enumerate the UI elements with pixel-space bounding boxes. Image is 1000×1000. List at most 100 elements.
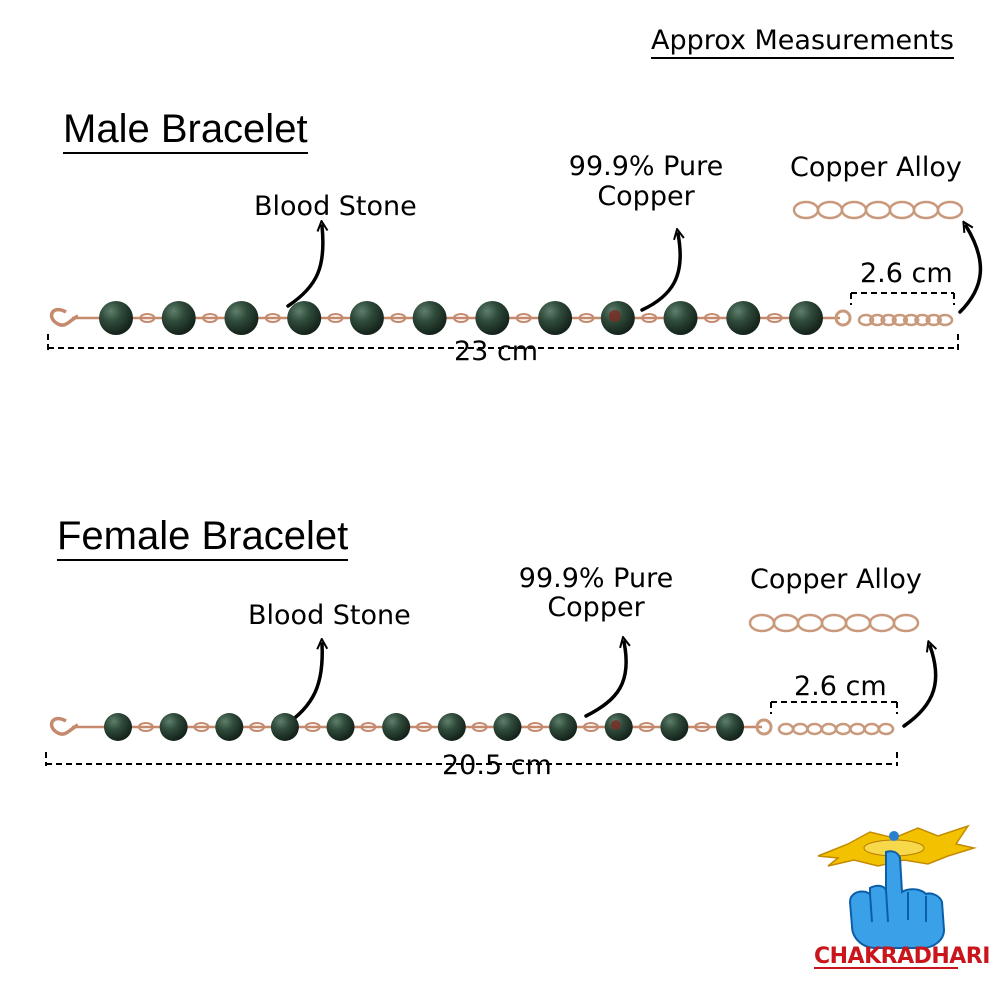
wire-coil [641,313,658,323]
blood-stone-bead [104,713,132,741]
brand-name: CHAKRADHARI [814,944,990,969]
wire-coil [139,313,156,323]
wire-coil [193,722,210,732]
male-total-dimension-line [47,334,959,352]
bead-red-spot [608,310,621,322]
female-stone-arrow [282,644,322,728]
connector-ring [834,309,852,327]
male-bracelet [49,301,954,335]
alloy-chain-link [816,200,844,220]
wire-coil [527,722,544,732]
wire-coil [304,722,321,732]
alloy-chain-link [772,613,800,633]
female-extension-dimension-line [770,701,898,714]
extension-chain-link [936,313,954,327]
clasp-hook-icon [49,307,79,327]
male-alloy-label: Copper Alloy [790,152,962,183]
male-alloy-arrow [958,226,983,314]
wire-coil [703,313,720,323]
blood-stone-bead [789,301,823,335]
female-total-length: 20.5 cm [438,752,556,779]
alloy-chain-link [888,200,916,220]
female-copper-label-line2: Copper [547,592,645,623]
female-alloy-label: Copper Alloy [750,564,922,595]
alloy-chain-link [748,613,776,633]
blood-stone-bead [215,713,244,741]
male-extension-length: 2.6 cm [858,258,955,289]
connector-ring [755,718,773,736]
blood-stone-bead [549,713,578,741]
blood-stone-bead [493,713,522,741]
alloy-chain-link [864,200,892,220]
extension-chain-link [849,722,866,736]
male-alloy-chain-sample [792,200,964,220]
wire-coil [582,722,599,732]
alloy-chain-link [868,613,896,633]
wire-coil [264,313,281,323]
extension-chain-link [834,722,852,736]
wire-coil [471,722,488,732]
wire-coil [416,722,432,732]
chakra-disc-icon [817,824,977,867]
wire-coil [638,722,655,732]
extension-chain-link [820,722,838,736]
male-stone-arrow [286,226,323,308]
wire-coil [137,722,154,732]
alloy-chain-link [796,613,824,633]
wire-coil [360,722,377,732]
wire-coil [515,313,532,323]
blood-stone-bead [161,301,196,335]
wire-coil [766,313,783,323]
alloy-chain-link [820,613,848,633]
blood-stone-bead [660,713,689,741]
blood-stone-bead [349,301,384,335]
extension-chain-link [863,722,880,736]
extension-chain-link [925,313,942,327]
blood-stone-bead [663,301,698,335]
alloy-chain-link [936,200,964,220]
blood-stone-bead [326,713,355,741]
extension-chain-link [777,722,795,736]
blood-stone-bead [270,713,299,741]
bead-red-spot [610,720,621,730]
wire-coil [390,313,407,323]
blood-stone-bead [716,713,744,741]
alloy-chain-link [792,200,820,220]
extension-chain-link [857,313,875,327]
male-bracelet-title: Male Bracelet [63,108,308,154]
blood-stone-bead [287,301,322,335]
male-stone-label: Blood Stone [254,191,417,222]
female-alloy-arrow [902,646,938,728]
alloy-chain-link [840,200,868,220]
extension-chain-link [869,313,886,327]
alloy-chain-link [844,613,872,633]
wire-coil [578,313,595,323]
female-alloy-chain-sample [748,613,920,633]
blood-stone-bead [99,301,133,335]
wire-coil [453,313,469,323]
female-bracelet [49,713,895,741]
blood-stone-bead [159,713,188,741]
blood-stone-bead [437,713,466,741]
blood-stone-bead [726,301,761,335]
male-copper-label-line1: 99.9% Pure [568,151,724,182]
female-stone-label: Blood Stone [248,600,411,631]
blood-stone-bead [224,301,259,335]
wire-coil [249,722,266,732]
extension-chain-link [914,313,931,327]
extension-chain-link [792,722,809,736]
female-total-dimension-line [45,752,898,766]
clasp-hook-icon [49,716,79,736]
extension-chain-link [806,722,823,736]
extension-chain-link [880,313,897,327]
blue-hand-icon [848,850,946,949]
wire-coil [327,313,344,323]
extension-chain-link [891,313,909,327]
blood-stone-bead [538,301,573,335]
blood-stone-bead [475,301,510,335]
alloy-chain-link [912,200,940,220]
chakradhari-logo [814,824,977,969]
wire-coil [202,313,219,323]
male-total-length: 23 cm [450,338,543,365]
